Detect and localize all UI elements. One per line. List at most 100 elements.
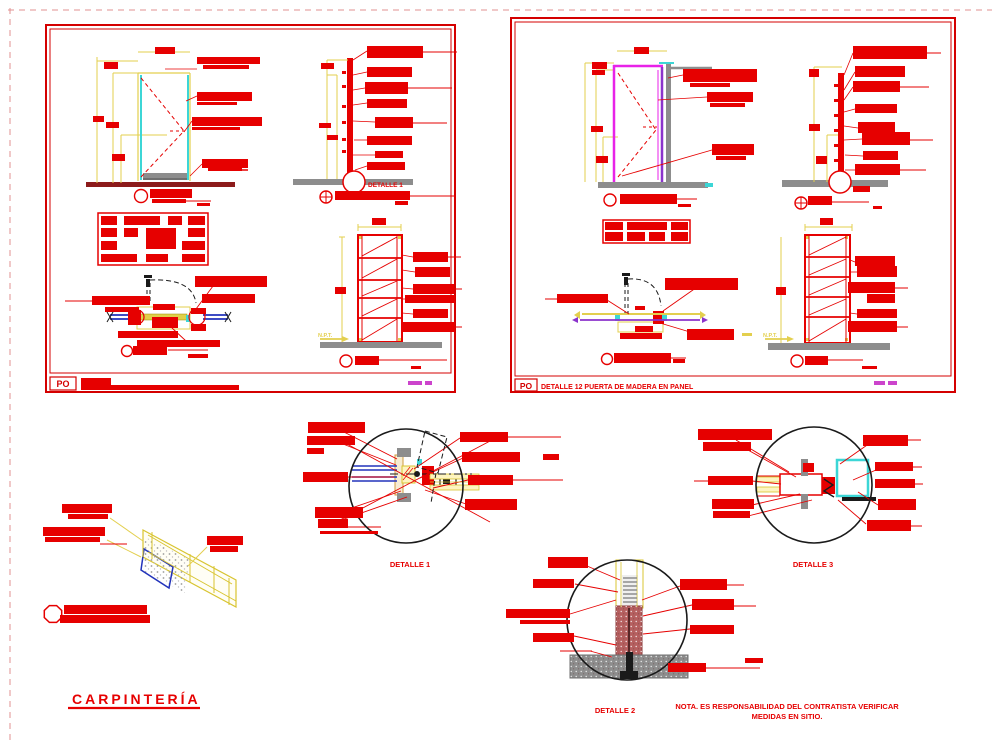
cad-rect bbox=[514, 378, 538, 392]
annotation-bar bbox=[307, 448, 324, 454]
cad-circle bbox=[319, 190, 333, 204]
annotation-bar bbox=[124, 216, 160, 225]
annotation-bar bbox=[873, 206, 882, 209]
annotation-bar bbox=[468, 475, 513, 485]
cad-line bbox=[224, 311, 232, 323]
annotation-bar bbox=[106, 122, 119, 128]
annotation-bar bbox=[60, 615, 150, 623]
annotation-bar bbox=[355, 356, 379, 365]
cad-rect bbox=[662, 313, 667, 321]
cad-line bbox=[171, 327, 187, 342]
cad-rect bbox=[602, 219, 691, 244]
annotation-bar bbox=[367, 136, 412, 145]
cad-circle bbox=[133, 188, 149, 204]
annotation-bar bbox=[857, 309, 897, 318]
cad-line bbox=[808, 258, 847, 276]
annotation-bar bbox=[591, 126, 603, 132]
annotation-bar bbox=[703, 442, 751, 451]
annotation-bar bbox=[875, 462, 913, 471]
annotation-bar bbox=[548, 557, 588, 568]
cad-line bbox=[747, 449, 797, 478]
annotation-bar bbox=[862, 132, 910, 145]
annotation-bar bbox=[605, 232, 623, 241]
cad-line bbox=[843, 125, 859, 129]
cad-rect bbox=[320, 342, 442, 348]
cad-line bbox=[808, 236, 847, 256]
annotation-bar bbox=[188, 216, 205, 225]
cad-rect bbox=[429, 484, 480, 491]
annotation-bar bbox=[182, 254, 205, 262]
cad-rect bbox=[143, 173, 187, 178]
annotation-bar bbox=[182, 241, 205, 250]
cad-rect bbox=[742, 333, 752, 336]
cad-line bbox=[586, 565, 621, 581]
cad-label-po: PO bbox=[520, 381, 533, 391]
annotation-bar bbox=[698, 429, 772, 440]
cad-rect bbox=[45, 24, 456, 393]
cad-label-note2: MEDIDAS EN SITIO. bbox=[752, 712, 823, 721]
annotation-bar bbox=[188, 228, 205, 237]
cad-label-carpinteria: CARPINTERÍA bbox=[72, 691, 201, 707]
cad-line bbox=[657, 96, 708, 101]
annotation-bar bbox=[81, 385, 239, 390]
annotation-bar bbox=[152, 317, 178, 328]
cad-rect bbox=[804, 234, 851, 344]
cad-label-detalle3: DETALLE 3 bbox=[793, 560, 833, 569]
annotation-bar bbox=[413, 309, 448, 318]
annotation-bar bbox=[820, 218, 833, 225]
cad-rect bbox=[86, 182, 235, 187]
annotation-bar bbox=[320, 531, 378, 534]
annotation-bar bbox=[101, 216, 117, 225]
annotation-bar bbox=[690, 83, 730, 87]
annotation-bar bbox=[692, 599, 734, 610]
cad-rect bbox=[624, 277, 628, 285]
cad-line bbox=[183, 120, 193, 133]
annotation-bar bbox=[195, 276, 267, 287]
annotation-bar bbox=[411, 366, 421, 369]
annotation-bar bbox=[413, 252, 448, 262]
annotation-bar bbox=[152, 199, 186, 203]
cad-rect bbox=[417, 459, 422, 465]
annotation-bar bbox=[197, 102, 237, 105]
annotation-bar bbox=[365, 82, 408, 94]
annotation-bar bbox=[342, 121, 346, 124]
annotation-bar bbox=[596, 156, 608, 163]
cad-label-npt: N.P.T. bbox=[318, 333, 333, 339]
annotation-bar bbox=[707, 92, 753, 102]
cad-line bbox=[187, 546, 208, 567]
annotation-bar bbox=[816, 156, 827, 164]
annotation-bar bbox=[862, 366, 877, 369]
annotation-bar bbox=[858, 122, 895, 133]
cad-rect bbox=[398, 236, 401, 239]
cad-rect bbox=[397, 493, 411, 502]
annotation-bar bbox=[367, 162, 405, 170]
annotation-bar bbox=[101, 241, 117, 250]
cad-rect bbox=[768, 343, 890, 350]
cad-rect bbox=[425, 381, 432, 385]
annotation-bar bbox=[375, 117, 413, 128]
annotation-bar bbox=[878, 499, 916, 510]
annotation-bar bbox=[848, 321, 897, 332]
cad-line bbox=[574, 583, 619, 593]
annotation-bar bbox=[188, 354, 208, 358]
annotation-bar bbox=[712, 499, 754, 509]
annotation-bar bbox=[708, 476, 753, 485]
cad-line bbox=[808, 298, 847, 316]
annotation-bar bbox=[45, 537, 100, 542]
annotation-bar bbox=[208, 168, 242, 171]
cad-rect bbox=[622, 273, 630, 276]
cad-rect bbox=[838, 73, 844, 182]
annotation-bar bbox=[834, 99, 838, 102]
cad-rect bbox=[620, 671, 638, 679]
annotation-bar bbox=[327, 135, 338, 140]
annotation-bar bbox=[683, 69, 757, 82]
cad-path bbox=[627, 278, 662, 307]
annotation-bar bbox=[605, 222, 623, 230]
cad-circle bbox=[794, 196, 808, 210]
annotation-bar bbox=[649, 232, 665, 241]
cad-line bbox=[361, 258, 398, 279]
annotation-bar bbox=[809, 124, 820, 131]
cad-line bbox=[401, 254, 414, 258]
cad-rect bbox=[835, 458, 870, 498]
